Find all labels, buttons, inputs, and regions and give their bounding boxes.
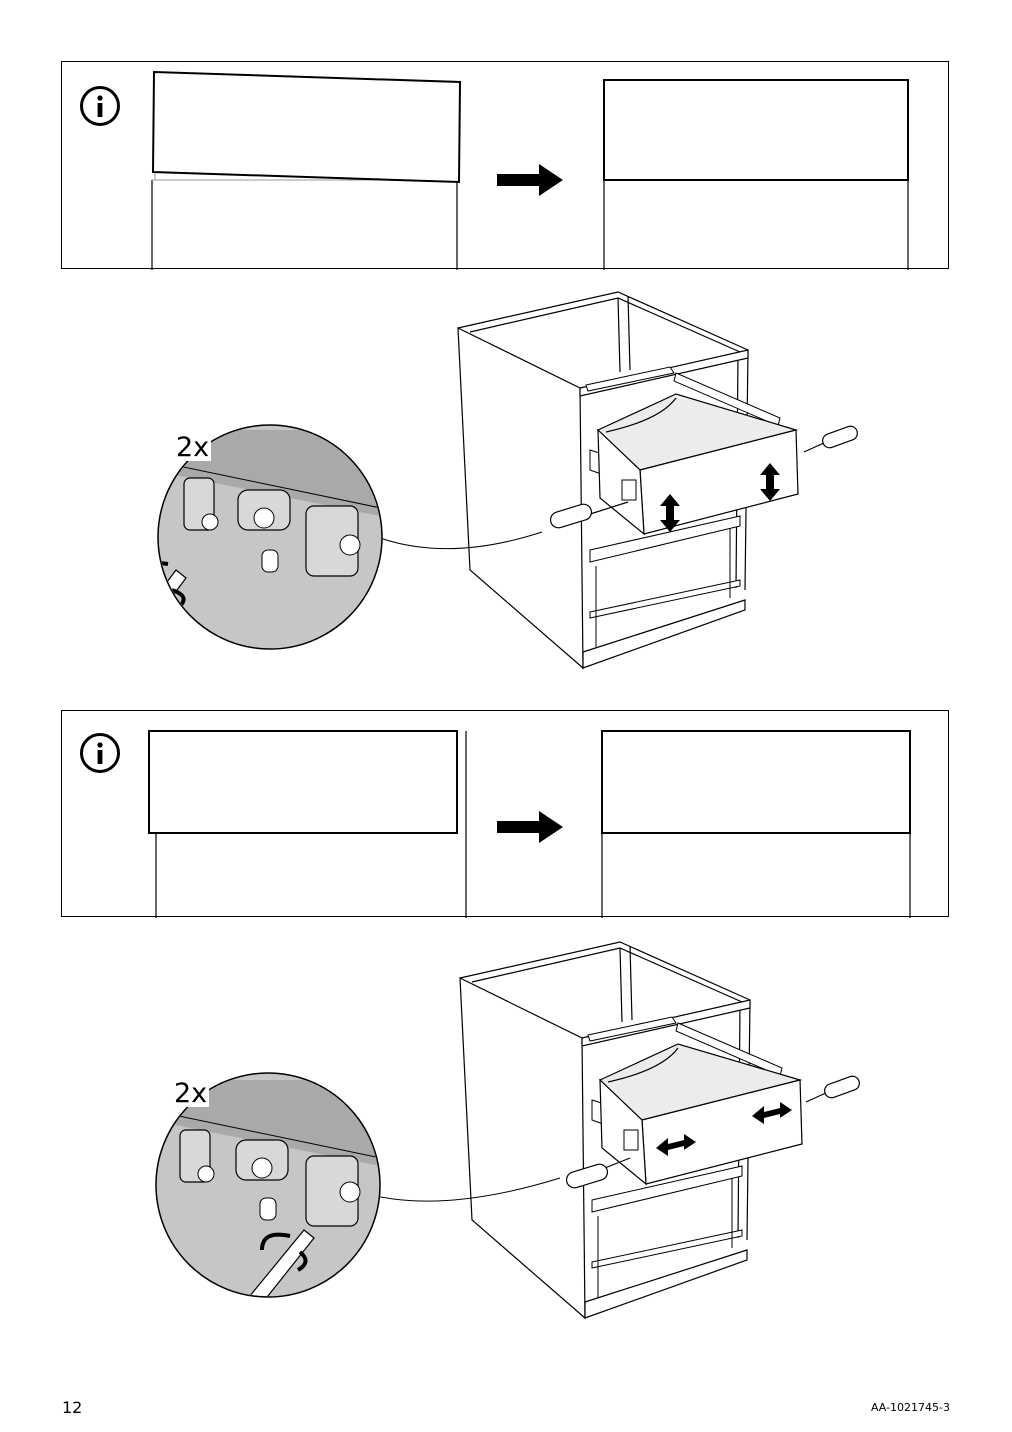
front-alignment-diagram-before <box>151 70 462 270</box>
info-panel-1 <box>61 61 949 270</box>
screwdriver-icon <box>549 425 858 529</box>
info-panel-2 <box>61 710 949 918</box>
arrow-right-icon <box>497 811 563 843</box>
front-alignment-diagram-before <box>148 730 467 918</box>
screwdriver-icon <box>565 1075 860 1189</box>
arrow-right-icon <box>497 164 563 196</box>
double-arrow-horizontal-icon <box>656 1102 792 1156</box>
info-icon <box>80 733 120 773</box>
rotate-arrow-icon <box>260 1232 291 1251</box>
info-icon <box>80 86 120 126</box>
document-code: AA-1021745-3 <box>870 1401 950 1414</box>
front-alignment-diagram-after <box>603 79 909 270</box>
rotate-arrow-icon <box>159 561 169 579</box>
assembly-scene-2 <box>155 941 860 1320</box>
page-number: 12 <box>62 1398 83 1417</box>
assembly-scene-1 <box>157 291 858 670</box>
front-alignment-diagram-after <box>601 730 911 918</box>
quantity-label: 2x <box>174 432 212 463</box>
double-arrow-vertical-icon <box>660 463 780 532</box>
quantity-label: 2x <box>172 1078 210 1109</box>
